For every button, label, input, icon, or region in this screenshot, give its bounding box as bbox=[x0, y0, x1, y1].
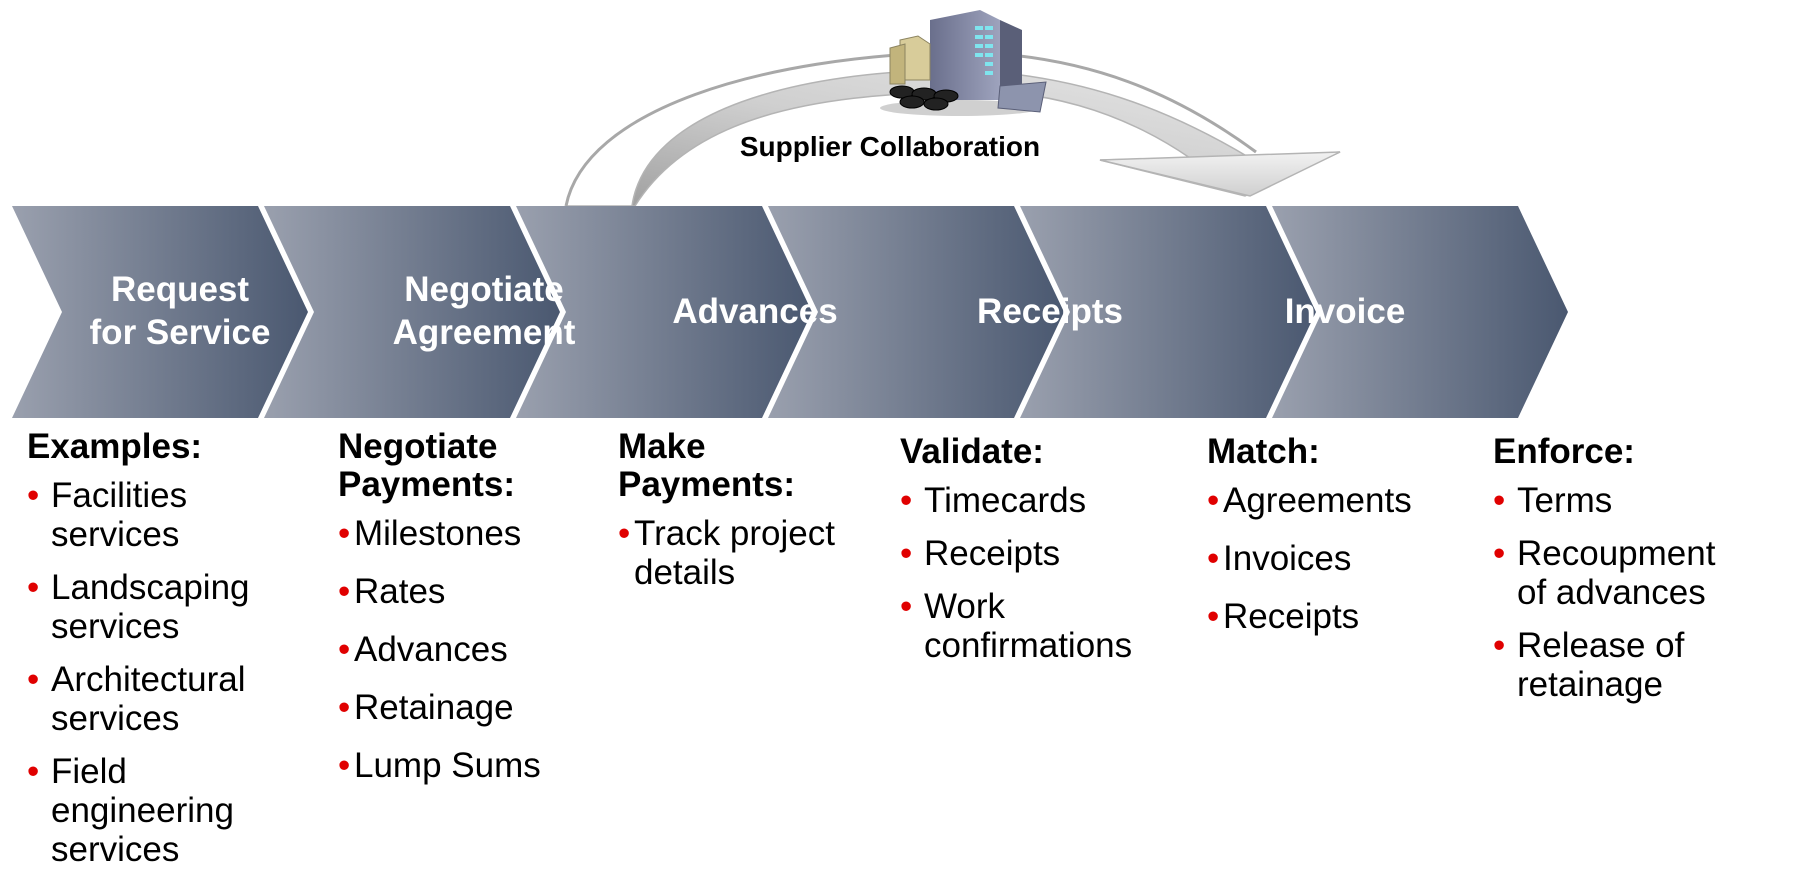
detail-match: Match: Agreements Invoices Receipts bbox=[1207, 433, 1487, 655]
list-item: Agreements bbox=[1207, 481, 1487, 520]
list-item: Invoices bbox=[1207, 539, 1487, 578]
stage-receipts-label: Receipts bbox=[977, 291, 1123, 331]
process-chevron bbox=[768, 206, 1064, 418]
list-item: Release of retainage bbox=[1493, 626, 1783, 704]
process-chevron bbox=[516, 206, 812, 418]
detail-heading: Examples: bbox=[27, 427, 203, 466]
stage-request-for-service-label: Request for Service bbox=[89, 270, 271, 352]
detail-heading: Validate: bbox=[900, 432, 1044, 471]
detail-make-payments: Make Payments: Track project details bbox=[618, 428, 898, 611]
stage-negotiate-agreement-label: Negotiate Agreement bbox=[392, 270, 576, 352]
list-item: Rates bbox=[338, 572, 618, 611]
detail-heading: Make Payments: bbox=[618, 427, 796, 504]
list-item: Architectural services bbox=[27, 660, 307, 738]
detail-validate: Validate: Timecards Receipts Work confir… bbox=[900, 433, 1180, 679]
list-item: Timecards bbox=[900, 481, 1180, 520]
list-item: Receipts bbox=[1207, 597, 1487, 636]
detail-heading: Enforce: bbox=[1493, 432, 1635, 471]
list-item: Field engineering services bbox=[27, 752, 307, 869]
process-chevron bbox=[1272, 206, 1568, 418]
list-item: Facilities services bbox=[27, 476, 307, 554]
detail-heading: Match: bbox=[1207, 432, 1320, 471]
process-chevrons bbox=[12, 206, 1568, 418]
list-item: Advances bbox=[338, 630, 618, 669]
list-item: Track project details bbox=[618, 514, 898, 592]
list-item: Recoupment of advances bbox=[1493, 534, 1783, 612]
process-chevron bbox=[1020, 206, 1316, 418]
process-chevron bbox=[264, 206, 560, 418]
office-building-icon bbox=[880, 10, 1047, 116]
process-chevron bbox=[12, 206, 308, 418]
stage-advances-label: Advances bbox=[672, 291, 838, 331]
detail-enforce: Enforce: Terms Recoupment of advances Re… bbox=[1493, 433, 1783, 718]
list-item: Terms bbox=[1493, 481, 1783, 520]
supplier-collaboration-label: Supplier Collaboration bbox=[739, 131, 1041, 162]
list-item: Work confirmations bbox=[900, 587, 1180, 665]
stage-payment-label: Payment bbox=[1567, 291, 1713, 331]
list-item: Lump Sums bbox=[338, 746, 618, 785]
list-item: Milestones bbox=[338, 514, 618, 553]
detail-negotiate-payments: Negotiate Payments: Milestones Rates Adv… bbox=[338, 428, 618, 804]
detail-heading: Negotiate Payments: bbox=[338, 427, 516, 504]
detail-examples: Examples: Facilities services Landscapin… bbox=[27, 428, 307, 883]
stage-invoice-label: Invoice bbox=[1284, 291, 1406, 331]
list-item: Retainage bbox=[338, 688, 618, 727]
list-item: Receipts bbox=[900, 534, 1180, 573]
list-item: Landscaping services bbox=[27, 568, 307, 646]
